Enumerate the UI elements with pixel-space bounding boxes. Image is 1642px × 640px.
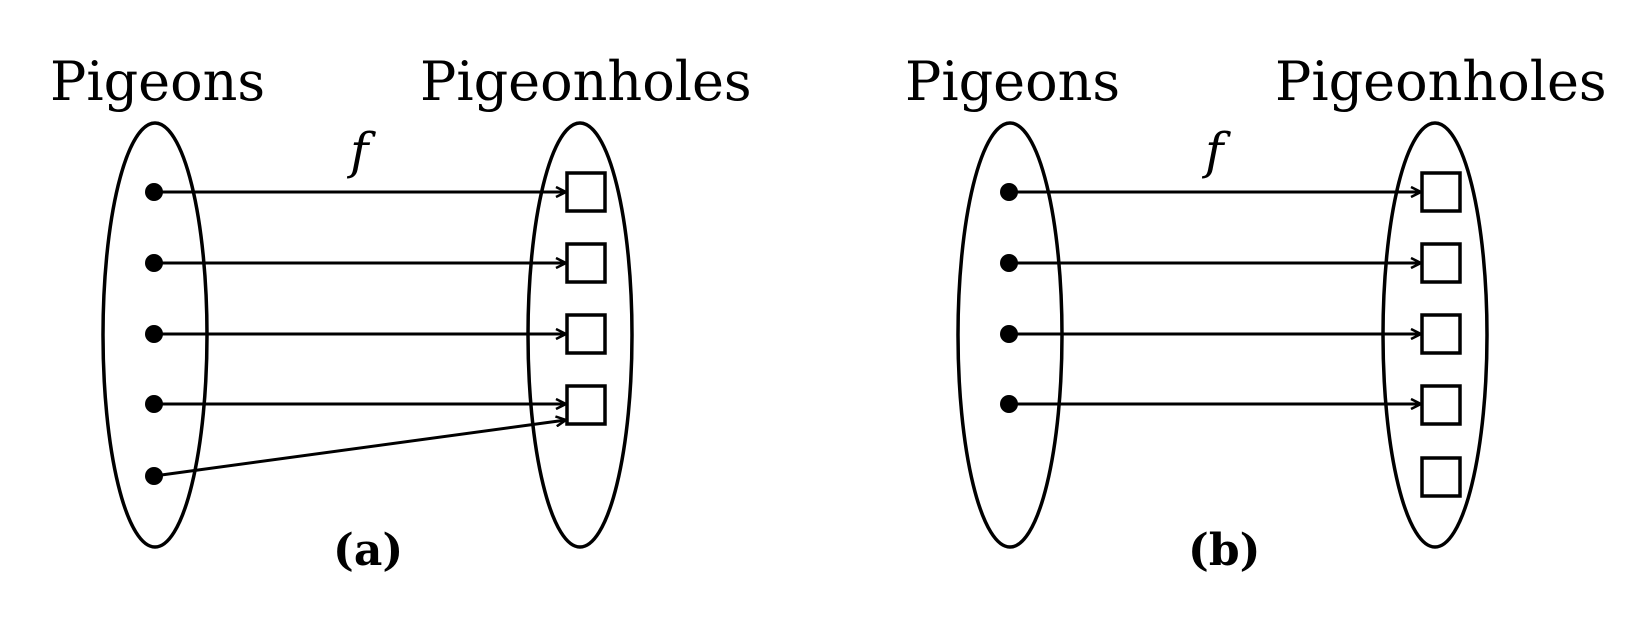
pigeonhole-box	[1420, 313, 1462, 355]
pigeonhole-box	[1420, 242, 1462, 284]
pigeonhole-boxes	[565, 171, 607, 426]
pigeon-dot	[145, 325, 163, 343]
pigeonholes-label: Pigeonholes	[420, 50, 752, 113]
pigeonhole-box	[565, 313, 607, 355]
mapping-arrows	[153, 192, 566, 478]
pigeons-label: Pigeons	[905, 50, 1120, 113]
pigeonhole-boxes	[1420, 171, 1462, 498]
panel-a: Pigeons Pigeonholes f	[50, 50, 752, 576]
pigeon-dot	[1000, 395, 1018, 413]
pigeonhole-box	[1420, 384, 1462, 426]
pigeonhole-box	[565, 242, 607, 284]
pigeon-dots	[1000, 183, 1018, 413]
pigeon-dots	[145, 183, 163, 485]
pigeon-dot	[145, 183, 163, 201]
function-label: f	[1201, 122, 1231, 180]
pigeon-dot	[1000, 254, 1018, 272]
pigeons-label: Pigeons	[50, 50, 265, 113]
mapping-arrow	[153, 420, 566, 478]
pigeon-dot	[1000, 183, 1018, 201]
function-label: f	[346, 122, 376, 180]
pigeonhole-box	[565, 171, 607, 213]
pigeonhole-box	[565, 384, 607, 426]
panel-caption: (b)	[1188, 525, 1260, 576]
pigeonholes-label: Pigeonholes	[1275, 50, 1607, 113]
pigeon-dot	[145, 467, 163, 485]
pigeon-dot	[145, 254, 163, 272]
panel-caption: (a)	[333, 525, 403, 576]
pigeonhole-box	[1420, 456, 1462, 498]
panel-b: Pigeons Pigeonholes f	[905, 50, 1607, 576]
pigeon-dot	[1000, 325, 1018, 343]
mapping-arrows	[1009, 192, 1421, 404]
pigeonhole-box	[1420, 171, 1462, 213]
pigeon-dot	[145, 395, 163, 413]
